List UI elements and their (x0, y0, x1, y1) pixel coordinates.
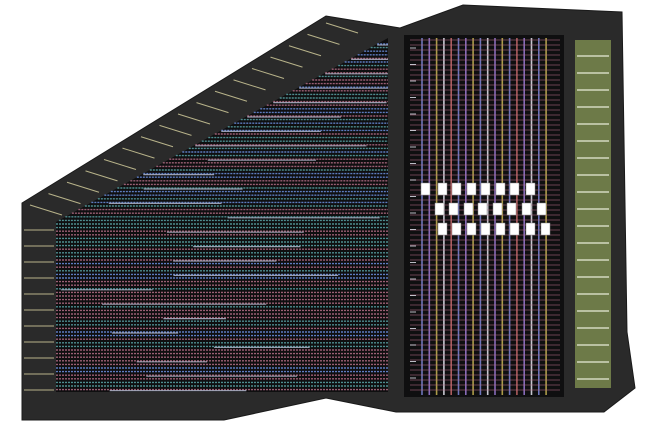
io-line (48, 193, 81, 205)
macro-block (480, 222, 491, 236)
io-line (29, 204, 63, 216)
macro-block (521, 202, 532, 216)
macro-block (495, 182, 506, 196)
macro-block (525, 222, 536, 236)
macro-block (495, 222, 506, 236)
macro-block (448, 202, 459, 216)
macro-block (463, 202, 474, 216)
macro-block (536, 202, 547, 216)
io-line (233, 79, 266, 91)
pad-stripe-group (577, 55, 609, 380)
io-line (214, 90, 248, 102)
macro-block-group (420, 182, 551, 236)
io-line (66, 181, 100, 193)
macro-block (509, 222, 520, 236)
macro-block (525, 182, 536, 196)
macro-block (509, 182, 520, 196)
cell-rows-group (56, 43, 388, 392)
macro-block (437, 222, 448, 236)
io-line (140, 136, 174, 148)
macro-block (437, 182, 448, 196)
io-pad-column (575, 40, 611, 388)
macro-region (404, 35, 564, 397)
io-line (325, 22, 359, 34)
io-line (270, 56, 303, 68)
horizontal-strap-group (410, 39, 560, 391)
macro-block (434, 202, 445, 216)
io-line (103, 159, 137, 170)
macro-block (466, 222, 477, 236)
io-line (159, 124, 192, 136)
macro-block (480, 182, 491, 196)
io-line (307, 33, 340, 45)
io-line (196, 102, 229, 114)
io-lines-group (24, 22, 359, 391)
io-line (85, 170, 118, 182)
io-line (122, 147, 155, 159)
macro-block (540, 222, 551, 236)
io-line (251, 68, 285, 79)
io-line (177, 113, 211, 125)
io-line (288, 45, 322, 57)
macro-block (492, 202, 503, 216)
macro-block (420, 182, 431, 196)
macro-block (451, 222, 462, 236)
macro-block (451, 182, 462, 196)
macro-block (506, 202, 517, 216)
macro-block (466, 182, 477, 196)
macro-block (477, 202, 488, 216)
